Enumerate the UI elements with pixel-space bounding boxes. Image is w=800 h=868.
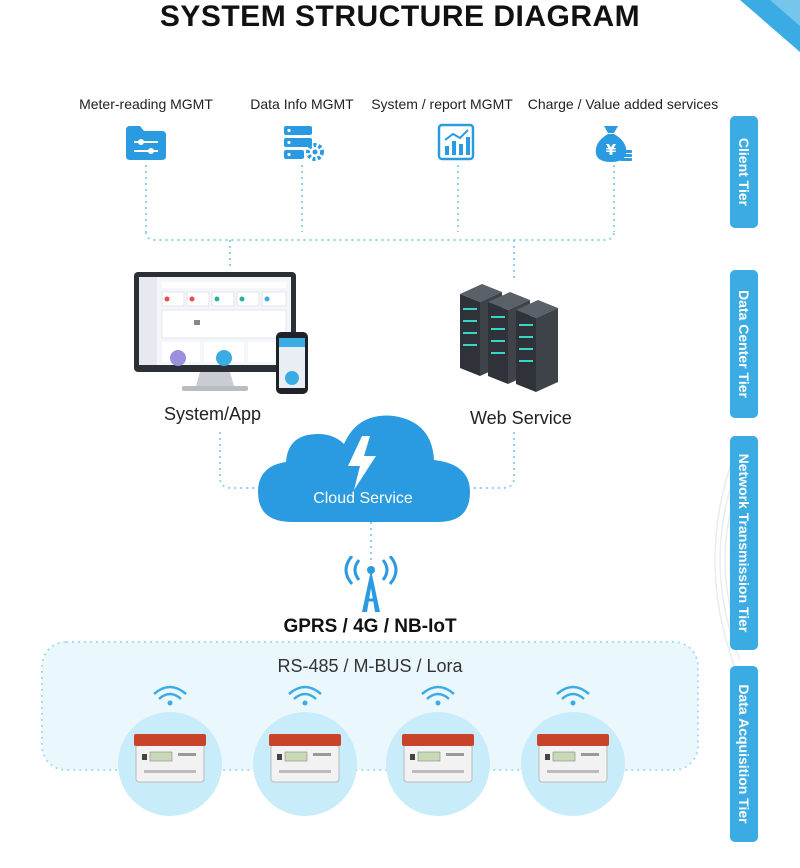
client-label-meter-reading: Meter-reading MGMT: [79, 96, 213, 112]
antenna-tower-icon: [344, 556, 398, 612]
network-label: GPRS / 4G / NB-IoT: [283, 616, 457, 637]
tier-data-center: Data Center Tier: [730, 270, 758, 418]
meters-row: [118, 685, 625, 816]
server-gear-icon: [284, 126, 324, 161]
cloud-service-label: Cloud Service: [313, 490, 413, 507]
folder-settings-icon: [126, 126, 166, 160]
client-label-charge: Charge / Value added services: [527, 96, 719, 112]
meter-unit: [521, 685, 625, 816]
client-label-data-info: Data Info MGMT: [250, 96, 354, 112]
system-app-label: System/App: [164, 404, 262, 424]
bus-label: RS-485 / M-BUS / Lora: [277, 656, 463, 676]
tier-network: Network Transmission Tier: [730, 436, 758, 650]
lightning-icon: [348, 436, 376, 490]
meter-unit: [253, 685, 357, 816]
tier-data-center-label: Data Center Tier: [736, 290, 752, 398]
tier-network-label: Network Transmission Tier: [736, 453, 752, 633]
tier-data-acquisition: Data Acquisition Tier: [730, 666, 758, 842]
meter-unit: [118, 685, 222, 816]
svg-text:¥: ¥: [606, 141, 617, 159]
cloud-shape: [258, 415, 470, 522]
web-service-label: Web Service: [470, 408, 572, 428]
client-label-system-report: System / report MGMT: [371, 96, 513, 112]
meter-unit: [386, 685, 490, 816]
tier-client-label: Client Tier: [736, 137, 752, 207]
server-racks-image: [460, 284, 558, 392]
tier-client: Client Tier: [730, 116, 758, 228]
page-title: SYSTEM STRUCTURE DIAGRAM: [159, 0, 641, 33]
bar-chart-icon: [437, 123, 475, 161]
monitor-dashboard-image: [134, 272, 308, 394]
money-bag-icon: ¥: [595, 126, 632, 162]
tier-data-acquisition-label: Data Acquisition Tier: [736, 684, 752, 824]
